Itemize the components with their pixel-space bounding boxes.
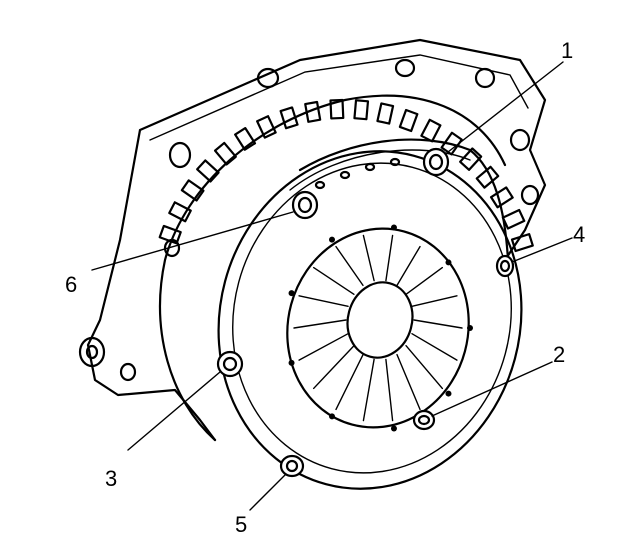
leader-line-4 — [511, 237, 573, 263]
ring-gear-tooth — [353, 99, 370, 121]
diaphragm-finger — [385, 358, 394, 422]
ring-gear-tooth — [376, 102, 395, 125]
ring-gear-tooth — [304, 100, 322, 123]
diaphragm-finger — [298, 332, 349, 361]
diaphragm-rivet — [467, 325, 473, 331]
ring-gear-tooth — [234, 126, 257, 151]
diaphragm-rivet — [390, 224, 397, 231]
diaphragm-finger — [298, 295, 349, 308]
diaphragm-finger — [396, 245, 421, 287]
bolt-1 — [422, 147, 450, 177]
ring-gear-tooth — [180, 179, 205, 202]
diaphragm-spring-hub — [346, 281, 414, 359]
diaphragm-spring-fingers — [293, 234, 463, 422]
diaphragm-finger — [362, 358, 375, 422]
diaphragm-rivet — [288, 359, 295, 366]
cover-band — [289, 149, 471, 191]
diaphragm-finger — [411, 295, 458, 308]
ring-gear-tooth — [398, 108, 419, 133]
diaphragm-finger — [293, 319, 347, 329]
callout-2: 2 — [553, 342, 565, 367]
diaphragm-finger — [385, 234, 394, 282]
housing-inner-edge — [149, 54, 529, 141]
diaphragm-finger — [405, 266, 444, 295]
diaphragm-finger — [312, 266, 355, 295]
diaphragm-rivet — [288, 290, 295, 297]
ring-gear-tooth — [489, 186, 514, 209]
ring-gear-tooth — [168, 201, 192, 223]
ring-gear-tooth — [329, 98, 345, 120]
callout-4: 4 — [573, 222, 585, 247]
flywheel-rim — [159, 94, 507, 442]
pressure-plate-cover-outer — [217, 150, 523, 490]
leader-line-1 — [447, 61, 564, 153]
diaphragm-finger — [405, 345, 444, 390]
diaphragm-rivet — [329, 236, 335, 243]
diaphragm-rivet — [445, 259, 452, 266]
bolt-5 — [279, 454, 305, 478]
diaphragm-rivet — [329, 413, 335, 420]
bolt-3 — [216, 350, 244, 378]
diaphragm-rivets — [288, 224, 473, 432]
ring-gear-tooth — [501, 208, 526, 230]
diaphragm-finger — [396, 353, 421, 411]
diaphragm-finger — [335, 245, 364, 287]
leader-line-3 — [127, 371, 221, 451]
diaphragm-rivet — [445, 390, 452, 397]
callout-1: 1 — [561, 38, 573, 63]
diaphragm-finger — [335, 353, 364, 411]
ring-gear-tooth — [196, 159, 220, 183]
diaphragm-finger — [362, 234, 375, 282]
callout-3: 3 — [105, 466, 117, 491]
bolt-6 — [291, 190, 319, 220]
cover-alignment-holes — [314, 157, 401, 190]
housing-flange-outline — [86, 38, 547, 442]
diaphragm-finger — [312, 345, 355, 390]
diaphragm-rivet — [390, 425, 397, 432]
ring-gear-tooth — [256, 115, 277, 139]
callout-6: 6 — [65, 272, 77, 297]
bolt-2 — [412, 409, 436, 431]
ring-gear-tooth — [510, 233, 534, 253]
ring-gear-teeth — [158, 98, 534, 253]
bolt-4 — [495, 254, 515, 278]
diaphragm-spring-outer-ring — [286, 227, 470, 429]
ring-gear-tooth — [420, 118, 442, 143]
leader-line-5 — [249, 473, 287, 511]
diaphragm-finger — [411, 332, 458, 361]
ring-gear-tooth — [213, 141, 237, 166]
cover-side-wall — [298, 138, 510, 262]
ring-gear-tooth — [475, 165, 500, 189]
pressure-plate-cover-step — [232, 162, 512, 474]
leader-line-6 — [91, 211, 294, 271]
leader-line-2 — [431, 361, 553, 417]
callout-5: 5 — [235, 512, 247, 537]
diaphragm-finger — [413, 319, 463, 329]
